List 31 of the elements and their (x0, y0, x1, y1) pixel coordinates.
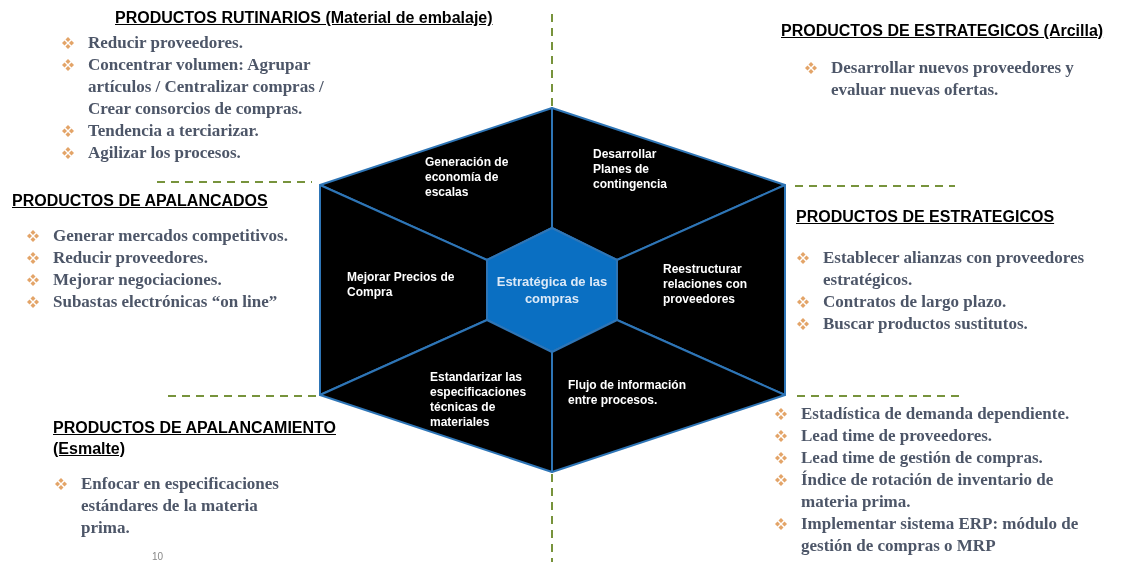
segment-text: Desarrollar Planes de contingencia (593, 147, 668, 192)
bullet-text: Subastas electrónicas “on line” (53, 291, 278, 313)
bullet-text: Generar mercados competitivos. (53, 225, 288, 247)
bullet-text: Contratos de largo plazo. (823, 291, 1007, 313)
bullet-text: Desarrollar nuevos proveedores y evaluar nuevas ofertas. (831, 57, 1075, 101)
bullet-text: Reducir proveedores. (53, 247, 208, 269)
bullet-text: Tendencia a terciarizar. (88, 120, 259, 142)
bullet-text: Índice de rotación de inventario de materia prima. (801, 469, 1055, 513)
bullet-text: Buscar productos sustitutos. (823, 313, 1028, 335)
section-heading: PRODUCTOS DE ESTRATEGICOS (796, 207, 1055, 227)
segment-text: Generación de economía de escalas (425, 155, 510, 200)
segment-text: Flujo de información entre procesos. (568, 378, 687, 408)
segment-text: Reestructurar relaciones con proveedores (663, 262, 749, 307)
segment-text: Mejorar Precios de Compra (347, 270, 456, 300)
section-heading: PRODUCTOS DE ESTRATEGICOS (Arcilla) (781, 21, 1104, 41)
page-number: 10 (152, 551, 164, 562)
bullet-text: Enfocar en especificaciones estándares de la materia prima. (81, 473, 280, 539)
bullet-text: Mejorar negociaciones. (53, 269, 222, 291)
bullet-text: Lead time de proveedores. (801, 425, 993, 447)
segment-text: Estandarizar las especificaciones técnicas de materiales (430, 370, 528, 430)
bullet-text: Establecer alianzas con proveedores estratégicos. (823, 247, 1086, 291)
bullet-text: Estadística de demanda dependiente. (801, 403, 1070, 425)
bullet-text: Lead time de gestión de compras. (801, 447, 1043, 469)
section-heading: PRODUCTOS RUTINARIOS (Material de embalaje) (115, 8, 493, 28)
center-title: Estratégica de las compras (495, 273, 609, 307)
section-heading: PRODUCTOS DE APALANCAMIENTO (Esmalte) (53, 418, 337, 459)
section-heading: PRODUCTOS DE APALANCADOS (12, 191, 268, 211)
bullet-text: Concentrar volumen: Agrupar artículos / Centralizar compras / Crear consorcios de compras. (88, 54, 325, 120)
bullet-text: Agilizar los procesos. (88, 142, 241, 164)
bullet-text: Reducir proveedores. (88, 32, 243, 54)
bullet-text: Implementar sistema ERP: módulo de gestión de compras o MRP (801, 513, 1080, 557)
